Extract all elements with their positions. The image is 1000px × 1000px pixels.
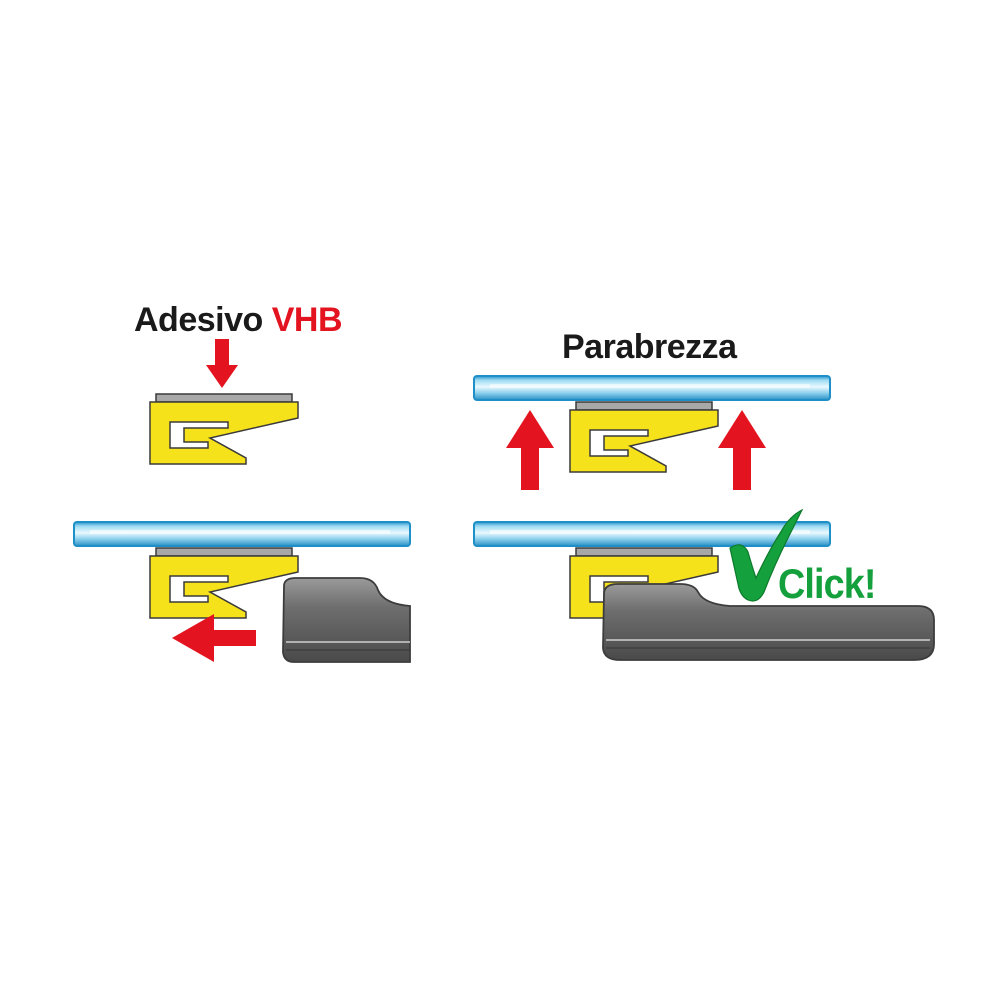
- adhesive-prefix: Adesivo: [134, 301, 263, 339]
- checkmark-icon: [729, 508, 804, 602]
- up-arrow-icon: [506, 410, 554, 490]
- windshield-label: Parabrezza: [562, 328, 737, 366]
- windshield-glass-step-4: [473, 521, 831, 547]
- up-arrow-icon: [718, 410, 766, 490]
- clip-step-1: [149, 393, 299, 465]
- wiper-arm-step-4: [602, 583, 935, 661]
- windshield-glass-step-2: [73, 521, 411, 547]
- left-arrow-icon: [172, 614, 256, 662]
- adhesive-type: VHB: [271, 301, 343, 339]
- click-label: Click!: [778, 560, 876, 607]
- clip-step-3: [569, 401, 719, 473]
- adhesive-label: Adesivo VHB: [134, 301, 343, 339]
- windshield-glass-step-3: [473, 375, 831, 401]
- down-arrow-icon: [206, 339, 238, 388]
- clip-step-2: [149, 547, 299, 619]
- wiper-arm-step-2: [282, 577, 411, 663]
